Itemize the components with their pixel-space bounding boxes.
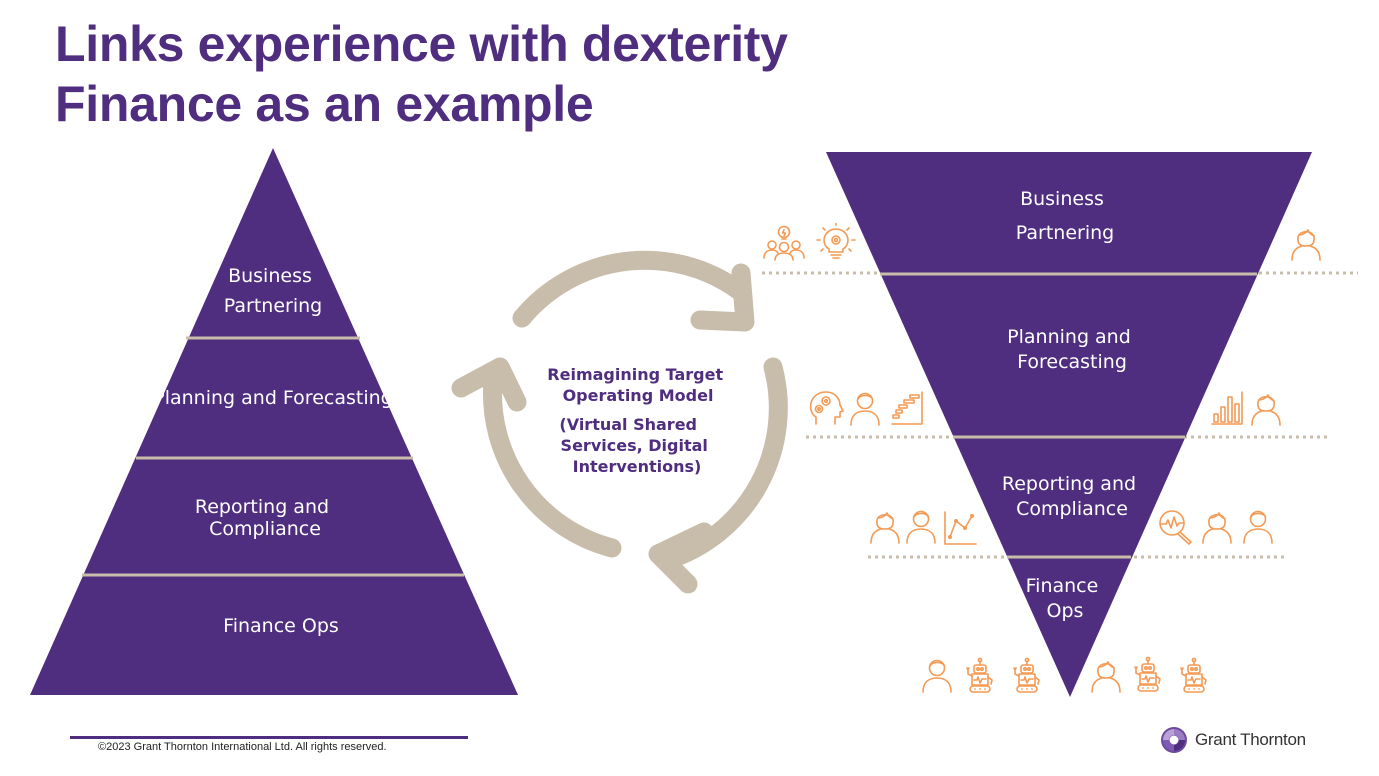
right-layer-finance-ops: Finance Ops: [1026, 575, 1105, 622]
person-male-icon: [1243, 510, 1273, 544]
left-layer-planning-forecasting: Planning and Forecasting: [153, 387, 392, 409]
cycle-arrowhead-left: [451, 357, 527, 412]
cycle-heading: Reimagining Target Operating Model: [547, 365, 728, 405]
left-layer-finance-ops: Finance Ops: [223, 615, 339, 637]
right-layer-business-partnering: Business Partnering: [1016, 188, 1114, 244]
cycle-arrow-right: [658, 357, 788, 570]
right-layer-planning-forecasting: Planning and Forecasting: [1007, 326, 1137, 373]
right-pyramid-shape: [826, 152, 1312, 697]
cycle-arrowhead-right: [648, 522, 714, 594]
brand-name: Grant Thornton: [1195, 730, 1306, 749]
gantt-chart-icon: [891, 391, 923, 425]
title-line-2: Finance as an example: [55, 76, 594, 132]
person-male-icon: [922, 659, 952, 693]
person-female-icon: [1251, 394, 1281, 426]
person-female-icon: [870, 512, 900, 544]
cycle-diagram: [451, 250, 788, 594]
person-female-icon: [1202, 512, 1232, 544]
person-male-icon: [906, 510, 936, 544]
robot-icon: [1134, 656, 1161, 692]
left-layer-reporting-compliance: Reporting and Compliance: [195, 496, 335, 540]
person-male-icon: [850, 392, 880, 426]
cycle-subheading: (Virtual Shared Services, Digital Interv…: [559, 415, 713, 476]
right-layer-reporting-compliance: Reporting and Compliance: [1002, 473, 1142, 520]
slide-title: Links experience with dexterity Finance …: [55, 14, 788, 134]
cycle-arrow-left: [482, 370, 622, 558]
left-pyramid: Business Partnering Planning and Forecas…: [30, 148, 518, 695]
robot-icon: [1013, 657, 1040, 693]
lightbulb-gear-icon: [816, 223, 856, 259]
brand-logo: Grant Thornton: [1160, 726, 1306, 754]
grant-thornton-logo-icon: [1161, 727, 1187, 753]
team-idea-icon: [763, 225, 805, 261]
head-gears-icon: [809, 391, 844, 425]
robot-icon: [966, 657, 993, 693]
right-pyramid: Business Partnering Planning and Forecas…: [762, 152, 1358, 697]
robot-icon: [1180, 657, 1207, 693]
person-female-icon: [1091, 661, 1121, 693]
cycle-arrow-top: [512, 250, 748, 328]
copyright-notice: ©2023 Grant Thornton International Ltd. …: [98, 741, 387, 753]
footer-rule: [70, 736, 468, 739]
person-female-icon: [1291, 229, 1321, 261]
line-chart-icon: [944, 511, 977, 545]
left-layer-business-partnering: Business Partnering: [224, 265, 322, 317]
bar-chart-icon: [1211, 391, 1243, 425]
left-pyramid-shape: [30, 148, 518, 695]
cycle-arrowhead-top: [690, 263, 755, 332]
magnifier-pulse-icon: [1159, 510, 1192, 545]
title-line-1: Links experience with dexterity: [55, 16, 788, 72]
